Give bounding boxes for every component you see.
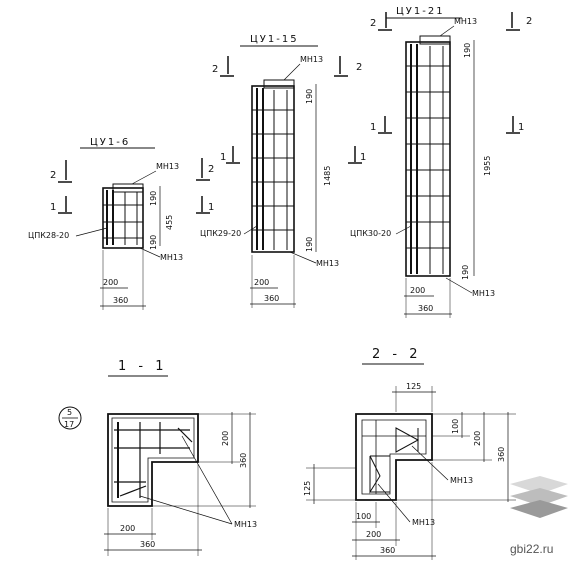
- mesh-label-bottom: МН13: [472, 289, 495, 298]
- cut-mark-2-left: 2: [212, 64, 218, 75]
- leader-line: [243, 225, 258, 235]
- leader-line: [377, 483, 411, 523]
- logo-layer-bottom: [510, 500, 568, 518]
- column-outline: [405, 41, 451, 277]
- dim-mid-height: 200: [473, 431, 482, 446]
- mesh-label-top: МН13: [156, 162, 179, 171]
- section-title: 1 - 1: [118, 359, 168, 374]
- element-cu1-15: ЦУ1-15 2 2 1 1 МН13 ЦПК29-20 МН13: [200, 34, 366, 308]
- element-cu1-21: ЦУ1-21 2 2 1 1 МН13 ЦПК30-20 МН13: [350, 6, 532, 318]
- dim-top-offset: 190: [149, 191, 158, 206]
- cut-mark-1-left: 1: [50, 202, 56, 213]
- element-title: ЦУ1-21: [396, 6, 445, 17]
- leader-line: [139, 247, 161, 258]
- leader-line: [139, 495, 233, 525]
- leader-line: [181, 435, 233, 525]
- watermark-text: gbi22.ru: [510, 542, 553, 556]
- element-cu1-6: ЦУ1-6 2 2 1 1 МН13 ЦПК28-20 МН13: [28, 137, 214, 310]
- mesh-element: [369, 455, 381, 494]
- rebar-hook: [119, 485, 147, 497]
- cut-mark-1-right: 1: [208, 202, 214, 213]
- section-outline: [355, 413, 433, 501]
- section-inner-outline: [111, 417, 195, 503]
- cut-mark-2-right: 2: [356, 62, 362, 73]
- sheet-reference-bubble: [58, 406, 82, 430]
- dim-top-offset: 190: [305, 89, 314, 104]
- mesh-label: МН13: [234, 520, 257, 529]
- leader-line: [439, 25, 455, 37]
- dim-top-width: 125: [406, 382, 421, 391]
- leader-line: [289, 251, 317, 264]
- column-cap: [112, 183, 144, 193]
- sheet-reference-sheet: 17: [64, 420, 74, 429]
- dim-bottom-offset: 190: [461, 265, 470, 280]
- section-outline: [107, 413, 199, 507]
- cut-mark-1-left: 1: [370, 122, 376, 133]
- dim-mid-width: 200: [366, 530, 381, 539]
- cut-mark-1-right: 1: [360, 152, 366, 163]
- mesh-label-bottom: МН13: [160, 253, 183, 262]
- frame-label: ЦПК28-20: [28, 231, 69, 240]
- dim-inner-height: 100: [451, 419, 460, 434]
- dim-height: 455: [165, 215, 174, 230]
- section-inner-outline: [361, 419, 427, 495]
- dim-small-width: 100: [356, 512, 371, 521]
- cut-mark-2-right: 2: [208, 164, 214, 175]
- mesh-label-bottom: МН13: [316, 259, 339, 268]
- dim-outer-width: 360: [113, 296, 128, 305]
- dim-height: 1485: [323, 166, 332, 186]
- element-title: ЦУ1-15: [250, 34, 299, 45]
- dim-inner-width: 200: [254, 278, 269, 287]
- leader-line: [395, 225, 412, 235]
- cut-mark-2-left: 2: [50, 170, 56, 181]
- dim-height: 1955: [483, 156, 492, 176]
- sheet-reference-number: 5: [67, 408, 72, 417]
- mesh-label-top: МН13: [454, 17, 477, 26]
- dim-outer-width: 360: [264, 294, 279, 303]
- mesh-element: [370, 455, 390, 493]
- rebar-hook: [177, 427, 193, 443]
- dim-total-height: 360: [239, 453, 248, 468]
- column-outline: [251, 85, 295, 253]
- cut-mark-1-right: 1: [518, 122, 524, 133]
- dim-bottom-offset: 190: [149, 235, 158, 250]
- dim-inner-width: 200: [120, 524, 135, 533]
- dim-left-height: 125: [303, 481, 312, 496]
- column-cap: [419, 35, 451, 45]
- leader-line: [411, 445, 449, 481]
- frame-label: ЦПК30-20: [350, 229, 391, 238]
- mesh-element: [395, 428, 419, 452]
- leader-line: [131, 170, 157, 185]
- column-outline: [102, 187, 144, 249]
- dim-outer-width: 360: [418, 304, 433, 313]
- mesh-label-a: МН13: [450, 476, 473, 485]
- column-cap: [263, 79, 295, 89]
- mesh-label-top: МН13: [300, 55, 323, 64]
- leader-line: [283, 63, 301, 81]
- cut-mark-2-right: 2: [526, 16, 532, 27]
- logo-layer-middle: [510, 488, 568, 506]
- dim-total-height: 360: [497, 447, 506, 462]
- dim-top-offset: 190: [463, 43, 472, 58]
- frame-label: ЦПК29-20: [200, 229, 241, 238]
- dim-outer-width: 360: [140, 540, 155, 549]
- section-1-1: 1 - 1 200 360 200 360 МН13: [58, 359, 257, 556]
- leader-line: [75, 227, 108, 237]
- element-title: ЦУ1-6: [90, 137, 130, 148]
- dim-inner-width: 200: [410, 286, 425, 295]
- cut-mark-2-left: 2: [370, 18, 376, 29]
- section-2-2: 2 - 2 125 100 200 360 125: [303, 347, 516, 560]
- mesh-label-b: МН13: [412, 518, 435, 527]
- leader-line: [445, 277, 473, 294]
- section-title: 2 - 2: [372, 347, 422, 362]
- dim-total-width: 360: [380, 546, 395, 555]
- dim-inner-width: 200: [103, 278, 118, 287]
- dim-upper-height: 200: [221, 431, 230, 446]
- cut-mark-1-left: 1: [220, 152, 226, 163]
- watermark-logo: [510, 476, 568, 518]
- logo-layer-top: [510, 476, 568, 494]
- dim-bottom-offset: 190: [305, 237, 314, 252]
